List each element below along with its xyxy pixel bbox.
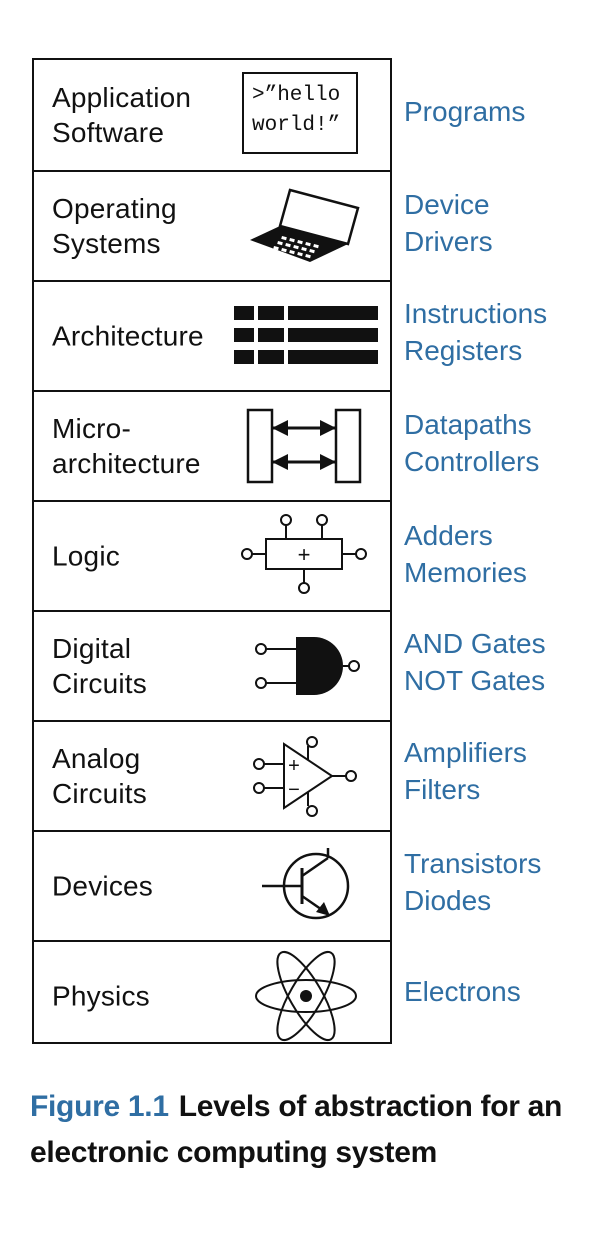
level-label: Operating Systems bbox=[52, 191, 177, 261]
side-label-line: Amplifiers bbox=[404, 737, 527, 768]
adder-plus-symbol: + bbox=[298, 542, 311, 567]
op-amp-minus-symbol: − bbox=[288, 779, 300, 801]
side-label-programs: Programs bbox=[404, 93, 525, 130]
side-label-instructions-registers: Instructions Registers bbox=[404, 295, 547, 369]
level-label-line: Devices bbox=[52, 870, 153, 902]
side-label-line: Diodes bbox=[404, 885, 492, 916]
side-label-line: Filters bbox=[404, 774, 481, 805]
level-architecture: Architecture bbox=[34, 280, 390, 390]
side-label-line: AND Gates bbox=[404, 628, 546, 659]
level-label-line: Architecture bbox=[52, 320, 204, 352]
op-amp-plus-symbol: + bbox=[288, 755, 300, 777]
side-label-line: NOT Gates bbox=[404, 665, 546, 696]
transistor-icon bbox=[262, 848, 350, 920]
level-label: Logic bbox=[52, 539, 120, 574]
side-label-amplifiers-filters: Amplifiers Filters bbox=[404, 734, 527, 808]
side-label-line: Transistors bbox=[404, 848, 542, 879]
figure-caption-text: Levels of abstraction for an electronic … bbox=[30, 1090, 563, 1169]
atom-icon bbox=[255, 950, 357, 1042]
level-label: Micro- architecture bbox=[52, 411, 201, 481]
level-devices: Devices bbox=[34, 830, 390, 940]
side-label-line: Registers bbox=[404, 335, 523, 366]
level-logic: Logic + bbox=[34, 500, 390, 610]
level-application-software: Application Software >”hello world!” bbox=[34, 60, 390, 170]
side-label-gates: AND Gates NOT Gates bbox=[404, 625, 546, 699]
level-label-line: Logic bbox=[52, 540, 120, 572]
and-gate-icon bbox=[255, 637, 360, 695]
level-label: Digital Circuits bbox=[52, 631, 147, 701]
level-label-line: architecture bbox=[52, 448, 201, 479]
side-label-electrons: Electrons bbox=[404, 973, 521, 1010]
op-amp-icon: + − bbox=[253, 736, 357, 817]
datapath-icon bbox=[246, 408, 362, 484]
level-operating-systems: Operating Systems bbox=[34, 170, 390, 280]
abstraction-stack: Application Software >”hello world!” Ope… bbox=[32, 58, 392, 1044]
instruction-format-icon bbox=[234, 306, 378, 364]
figure-number: Figure 1.1 bbox=[30, 1090, 169, 1123]
adder-icon: + bbox=[241, 514, 367, 594]
side-label-transistors-diodes: Transistors Diodes bbox=[404, 845, 541, 919]
level-label: Devices bbox=[52, 869, 153, 904]
level-label-line: Physics bbox=[52, 980, 150, 1012]
level-label-line: Digital bbox=[52, 633, 132, 664]
level-label-line: Circuits bbox=[52, 778, 147, 809]
side-label-device-drivers: Device Drivers bbox=[404, 186, 493, 260]
side-label-line: Controllers bbox=[404, 446, 540, 477]
level-label-line: Application bbox=[52, 82, 192, 113]
side-label-line: Electrons bbox=[404, 976, 521, 1007]
side-label-line: Drivers bbox=[404, 226, 493, 257]
level-digital-circuits: Digital Circuits bbox=[34, 610, 390, 720]
level-physics: Physics bbox=[34, 940, 390, 1050]
level-label: Architecture bbox=[52, 319, 204, 354]
level-label-line: Circuits bbox=[52, 668, 147, 699]
level-label-line: Systems bbox=[52, 228, 161, 259]
code-line: >”hello bbox=[252, 84, 341, 107]
code-line: world!” bbox=[252, 114, 341, 137]
side-label-line: Adders bbox=[404, 520, 493, 551]
side-label-line: Programs bbox=[404, 96, 526, 127]
level-label: Application Software bbox=[52, 80, 191, 150]
level-microarchitecture: Micro- architecture bbox=[34, 390, 390, 500]
side-label-datapaths-controllers: Datapaths Controllers bbox=[404, 406, 539, 480]
laptop-icon bbox=[250, 188, 360, 262]
level-label-line: Software bbox=[52, 117, 165, 148]
level-analog-circuits: Analog Circuits + − bbox=[34, 720, 390, 830]
level-label-line: Analog bbox=[52, 743, 141, 774]
level-label: Analog Circuits bbox=[52, 741, 147, 811]
level-label-line: Operating bbox=[52, 193, 177, 224]
side-label-line: Instructions bbox=[404, 298, 548, 329]
side-label-line: Device bbox=[404, 189, 490, 220]
level-label: Physics bbox=[52, 979, 150, 1014]
level-label-line: Micro- bbox=[52, 413, 131, 444]
side-label-line: Memories bbox=[404, 557, 527, 588]
side-label-adders-memories: Adders Memories bbox=[404, 517, 527, 591]
hello-world-terminal-icon: >”hello world!” bbox=[242, 72, 358, 154]
side-label-line: Datapaths bbox=[404, 409, 532, 440]
